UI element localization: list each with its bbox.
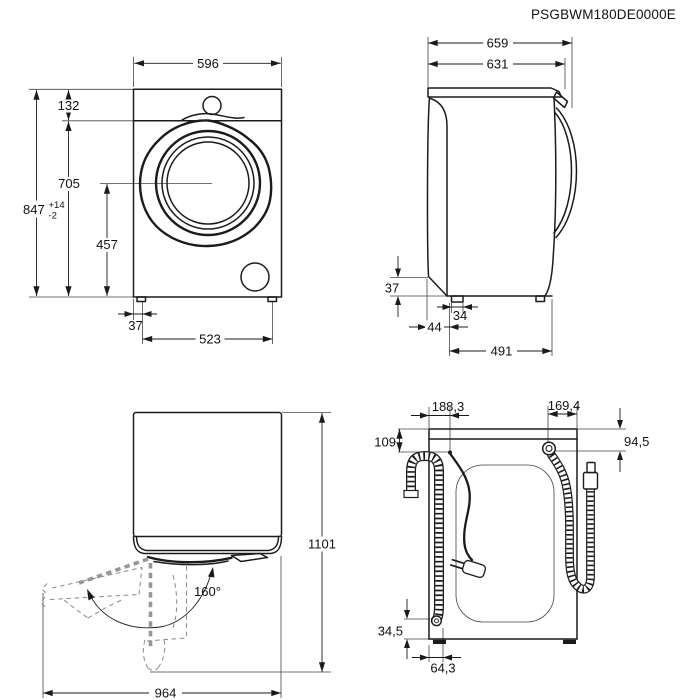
side-back-edge: [426, 96, 448, 297]
side-rear-foot: [450, 295, 464, 303]
dim-front-width: 596: [197, 56, 219, 71]
side-door-bulge-inner: [553, 111, 573, 234]
side-panel-latch: [552, 91, 569, 109]
top-front-band-inner: [135, 535, 280, 552]
dim-side-total-depth: 659: [487, 36, 509, 51]
side-front-foot: [535, 295, 546, 303]
dim-rear-drain-x: 64,3: [430, 661, 455, 676]
front-right-foot: [267, 296, 278, 303]
side-back-seam: [429, 97, 553, 297]
dim-front-foot-inset: 37: [128, 318, 142, 333]
inlet-valve-fitting: [541, 441, 557, 456]
rear-recess-panel: [455, 464, 555, 623]
dim-side-feet-distance: 491: [491, 344, 513, 359]
part-code: PSGBWM180DE0000E: [531, 7, 676, 22]
dim-side-rear-base: 37: [385, 281, 399, 296]
rear-cabinet-outline: [428, 428, 578, 640]
rear-right-foot: [563, 639, 576, 644]
power-plug: [449, 558, 487, 579]
dim-side-foot-width: 34: [453, 308, 467, 323]
door-handle-top: [230, 552, 269, 563]
detergent-knob-circle: [202, 95, 222, 116]
power-cord: [448, 452, 474, 562]
dim-door-angle: 160°: [194, 584, 221, 599]
drain-filter-circle: [240, 262, 270, 292]
front-left-foot: [136, 296, 147, 303]
dim-side-body-depth: 631: [487, 57, 509, 72]
door-open-90-window-bulge: [172, 574, 178, 629]
door-open-160-outline: [49, 567, 143, 600]
dim-rear-drain-height: 34,5: [378, 624, 403, 639]
dim-front-height-tol-minus: -2: [49, 211, 57, 222]
door-rim-circle: [154, 129, 262, 237]
drain-hose-outlet-ring: [431, 615, 443, 627]
rear-view: 188,3 169,4 109 94,5 34,5 64,3: [374, 398, 649, 676]
dim-rear-cord-y: 109: [374, 435, 396, 450]
inlet-hose: [541, 441, 599, 594]
door-swing-arc: [87, 571, 212, 629]
door-open-90-outline: [146, 566, 187, 642]
dim-front-top-panel: 132: [58, 98, 80, 113]
side-top-panel: [427, 87, 563, 98]
dim-rear-inlet-y: 94,5: [624, 434, 649, 449]
door-closed-edge: [146, 555, 233, 564]
dim-front-feet-distance: 523: [199, 332, 221, 347]
door-glass-inner-circle: [166, 141, 250, 225]
door-trim-top-line: [181, 112, 245, 121]
front-view: 596 847 +14 -2 132 705 457 37 523: [21, 56, 283, 347]
side-front-panel-line: [544, 96, 557, 297]
drain-hose-end-cap: [403, 489, 419, 499]
dim-top-depth-open: 1101: [308, 537, 336, 552]
door-open-160-edge: [78, 557, 149, 585]
dim-front-total-height: 847: [23, 202, 45, 217]
top-view: 160° 1101 964: [40, 411, 340, 700]
door-open-90-end: [142, 639, 166, 671]
top-cabinet-outline: [132, 411, 283, 538]
inlet-hose-connector-tip: [586, 461, 596, 474]
side-door-bulge-outer: [555, 107, 578, 239]
door-closed-inner-line: [153, 560, 229, 566]
top-front-band-outer: [132, 535, 283, 555]
inlet-hose-connector: [582, 471, 599, 490]
dim-rear-cord-x: 188,3: [432, 399, 465, 414]
door-trim-outline: [138, 119, 273, 248]
door-glass-outer-circle: [161, 136, 255, 230]
drain-hose: [403, 450, 444, 627]
door-open-160-window-bulge: [63, 599, 123, 619]
door-open-160-end: [40, 583, 48, 609]
dim-rear-inlet-x: 169,4: [548, 398, 581, 413]
side-view: 659 631 37 34 44 491: [385, 36, 578, 359]
dim-front-height-tol-plus: +14: [49, 200, 65, 211]
rear-left-foot: [433, 639, 446, 644]
dim-top-width-open: 964: [155, 686, 177, 700]
dim-front-height-below-top: 705: [58, 176, 80, 191]
front-cabinet-outline: [132, 88, 283, 298]
dim-front-door-center: 457: [96, 237, 118, 252]
dim-side-foot-setback: 44: [427, 320, 441, 335]
